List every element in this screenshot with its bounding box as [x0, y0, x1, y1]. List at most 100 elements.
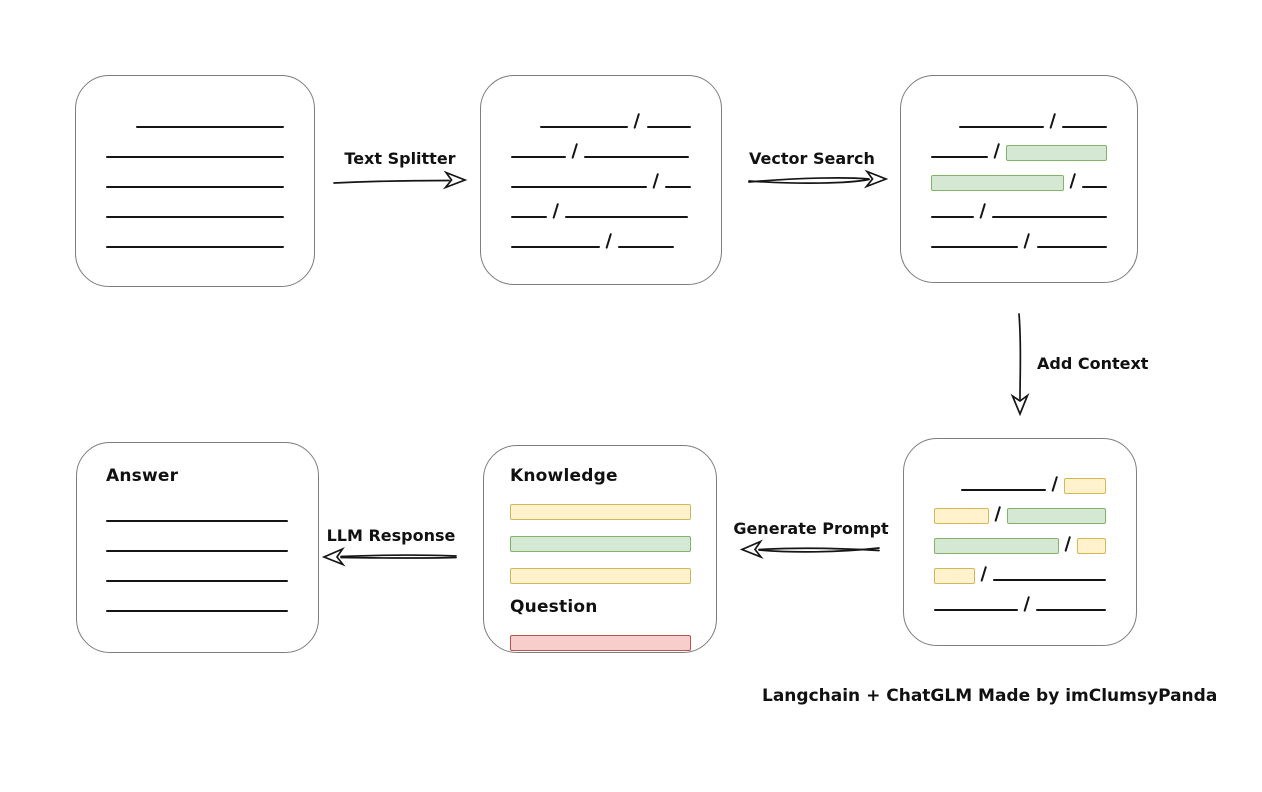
text-line — [565, 216, 689, 218]
highlight-chip-green — [934, 538, 1059, 554]
slash-separator — [552, 202, 560, 219]
highlight-chip-green — [931, 175, 1064, 191]
slash-separator — [633, 112, 641, 129]
vector-search-label: Vector Search — [749, 149, 875, 168]
text-line — [931, 216, 974, 218]
segment-row — [106, 580, 290, 582]
text-line — [106, 610, 288, 612]
segment-row — [934, 503, 1106, 524]
text-line — [106, 550, 288, 552]
segment-row — [511, 110, 691, 129]
segment-row — [934, 563, 1106, 584]
text-line — [584, 156, 690, 158]
text-line — [511, 186, 648, 188]
segment-row — [510, 531, 691, 552]
text-line — [1081, 186, 1107, 188]
text-line — [106, 580, 288, 582]
text-line — [106, 186, 284, 188]
slash-separator — [980, 566, 988, 582]
highlight-chip-yellow — [1063, 478, 1106, 494]
chunk-lines — [511, 110, 691, 249]
question-heading: Question — [510, 597, 598, 617]
segment-row — [510, 563, 691, 584]
text-line — [1062, 126, 1108, 128]
slash-separator — [1023, 233, 1031, 249]
text-line — [106, 156, 284, 158]
text-line — [1036, 246, 1108, 248]
text-line — [511, 156, 566, 158]
prompt-box: Knowledge Question — [483, 445, 717, 653]
spacer — [934, 490, 961, 491]
llm-response-arrow — [321, 547, 457, 567]
text-line — [136, 126, 284, 128]
text-line — [106, 520, 288, 522]
slash-separator — [605, 232, 613, 249]
text-line — [931, 156, 989, 158]
slash-separator — [1051, 476, 1058, 492]
segment-row — [106, 550, 290, 552]
segment-row — [106, 110, 284, 128]
knowledge-bars — [510, 499, 691, 584]
text-line — [646, 126, 691, 128]
slash-separator — [571, 142, 579, 159]
text-line — [539, 126, 629, 128]
answer-lines — [106, 520, 290, 612]
segment-row — [931, 170, 1107, 191]
matched-chunk-lines — [931, 110, 1108, 249]
knowledge-heading: Knowledge — [510, 466, 618, 486]
text-line — [958, 126, 1045, 128]
highlight-chip-green — [1006, 145, 1107, 161]
vector-matches-box — [900, 75, 1138, 283]
segment-row — [106, 170, 284, 188]
text-splitter-label: Text Splitter — [344, 149, 456, 168]
text-line — [511, 246, 600, 248]
text-line — [106, 216, 284, 218]
slash-separator — [994, 506, 1002, 522]
highlight-chip-red — [510, 635, 691, 651]
answer-heading: Answer — [106, 466, 179, 486]
segment-row — [510, 630, 691, 651]
context-chunk-lines — [934, 473, 1106, 612]
source-document-box — [75, 75, 315, 287]
highlight-chip-yellow — [510, 504, 691, 520]
add-context-arrow — [1010, 313, 1030, 417]
text-line — [106, 246, 284, 248]
text-line — [1036, 609, 1106, 611]
text-splitter-arrow — [333, 170, 468, 190]
segment-row — [931, 140, 1107, 161]
text-line — [511, 216, 547, 218]
text-line — [960, 489, 1046, 491]
context-chunks-box — [903, 438, 1137, 646]
segment-row — [931, 200, 1107, 219]
text-line — [934, 609, 1019, 611]
add-context-label: Add Context — [1037, 354, 1149, 373]
text-line — [618, 246, 675, 248]
segment-row — [934, 473, 1106, 494]
segment-row — [511, 140, 691, 159]
highlight-chip-green — [510, 536, 691, 552]
question-bar — [510, 630, 691, 651]
segment-row — [934, 593, 1106, 612]
text-line — [991, 216, 1107, 218]
segment-row — [931, 230, 1108, 249]
highlight-chip-yellow — [934, 568, 976, 584]
highlight-chip-yellow — [1076, 538, 1106, 554]
text-line — [665, 186, 691, 188]
segment-row — [511, 170, 691, 189]
segment-row — [106, 200, 284, 218]
slash-separator — [993, 143, 1001, 159]
segment-row — [106, 140, 284, 158]
answer-box: Answer — [76, 442, 319, 653]
segment-row — [931, 110, 1108, 129]
segment-row — [511, 230, 691, 249]
segment-row — [106, 230, 284, 248]
highlight-chip-green — [1007, 508, 1106, 524]
generate-prompt-arrow — [739, 539, 880, 559]
segment-row — [510, 499, 691, 520]
generate-prompt-label: Generate Prompt — [733, 519, 889, 538]
text-line — [931, 246, 1019, 248]
diagram-caption: Langchain + ChatGLM Made by imClumsyPand… — [762, 686, 1218, 706]
slash-separator — [1049, 113, 1057, 129]
document-lines — [106, 110, 284, 248]
